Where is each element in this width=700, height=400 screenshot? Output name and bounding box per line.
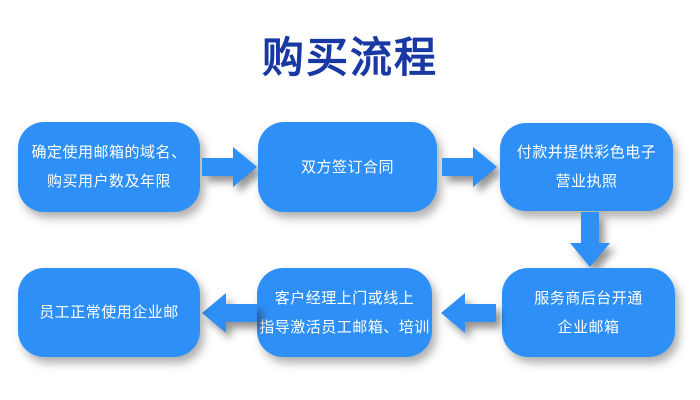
arrow-down-icon xyxy=(568,212,612,267)
arrow-left-icon xyxy=(202,291,257,335)
step-text-line: 指导激活员工邮箱、培训 xyxy=(259,318,430,336)
page-title: 购买流程 xyxy=(261,34,438,81)
step-text-line: 确定使用邮箱的域名、 xyxy=(31,144,187,161)
flow-step-box-4: 服务商后台开通 企业邮箱 xyxy=(502,268,675,357)
step-text-line: 双方签订合同 xyxy=(300,158,394,176)
step-text-line: 员工正常使用企业邮 xyxy=(39,304,179,321)
flow-step-box-3: 付款并提供彩色电子 营业执照 xyxy=(500,123,673,211)
step-text-line: 服务商后台开通 xyxy=(534,289,643,307)
arrow-right-icon xyxy=(202,145,257,189)
step-text-line: 营业执照 xyxy=(555,173,618,190)
step-text-line: 付款并提供彩色电子 xyxy=(516,144,657,161)
step-text-line: 企业邮箱 xyxy=(557,318,620,336)
flow-step-box-1: 确定使用邮箱的域名、 购买用户数及年限 xyxy=(18,122,200,212)
flow-step-box-2: 双方签订合同 xyxy=(258,122,437,212)
step-text-line: 购买用户数及年限 xyxy=(46,173,171,190)
step-text-line: 客户经理上门或线上 xyxy=(274,289,415,307)
flow-step-box-6: 员工正常使用企业邮 xyxy=(18,268,200,357)
flow-step-box-5: 客户经理上门或线上 指导激活员工邮箱、培训 xyxy=(257,268,432,357)
arrow-right-icon xyxy=(442,145,497,189)
arrow-left-icon xyxy=(441,291,496,335)
